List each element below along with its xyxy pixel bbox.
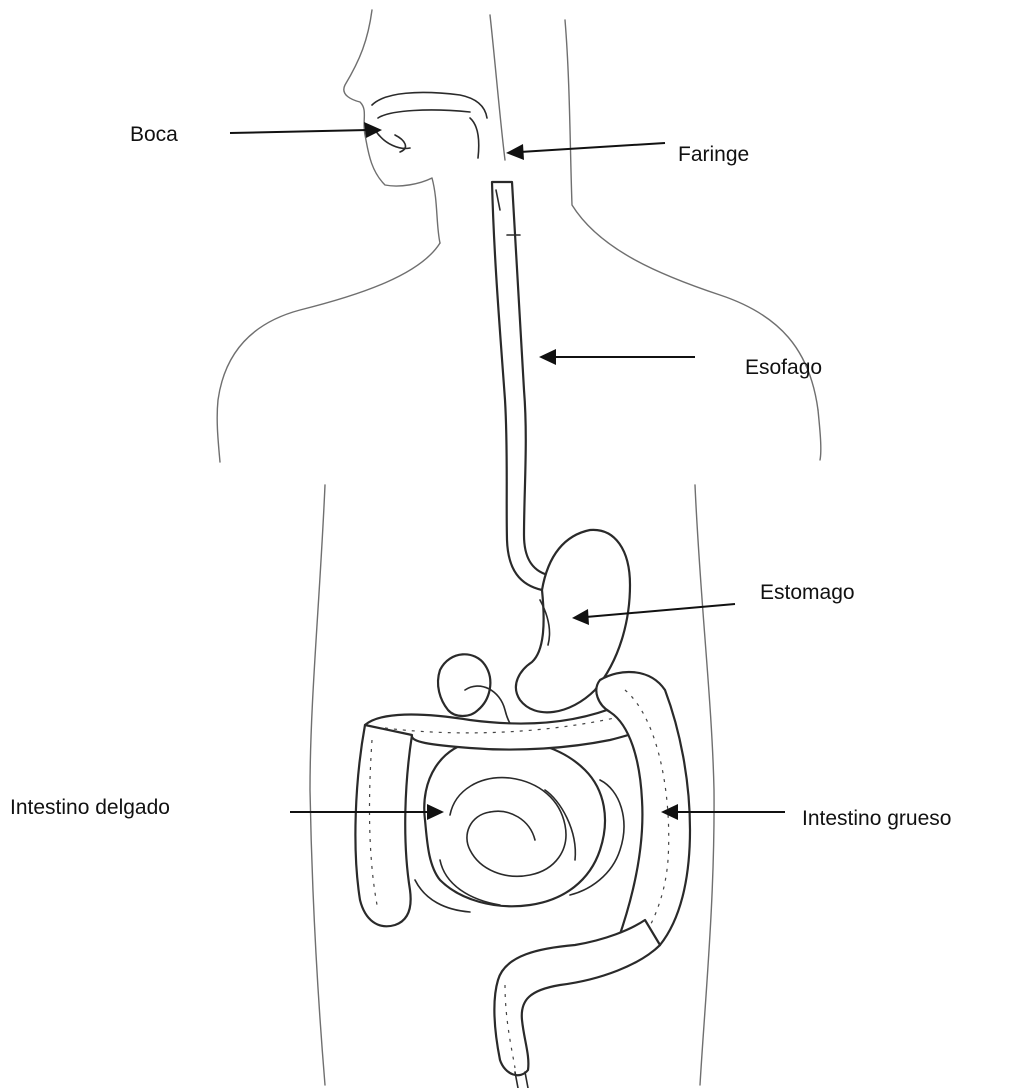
mouth-illustration <box>372 92 487 158</box>
label-boca: Boca <box>130 124 178 145</box>
label-intestino-grueso: Intestino grueso <box>802 808 951 829</box>
arrow-faringe <box>506 143 665 160</box>
label-esofago: Esofago <box>745 357 822 378</box>
label-estomago: Estomago <box>760 582 855 603</box>
esophagus-illustration <box>492 182 548 590</box>
arrow-boca <box>230 122 382 138</box>
label-faringe: Faringe <box>678 144 749 165</box>
label-intestino-delgado: Intestino delgado <box>10 797 170 818</box>
arrow-esofago <box>539 349 695 365</box>
